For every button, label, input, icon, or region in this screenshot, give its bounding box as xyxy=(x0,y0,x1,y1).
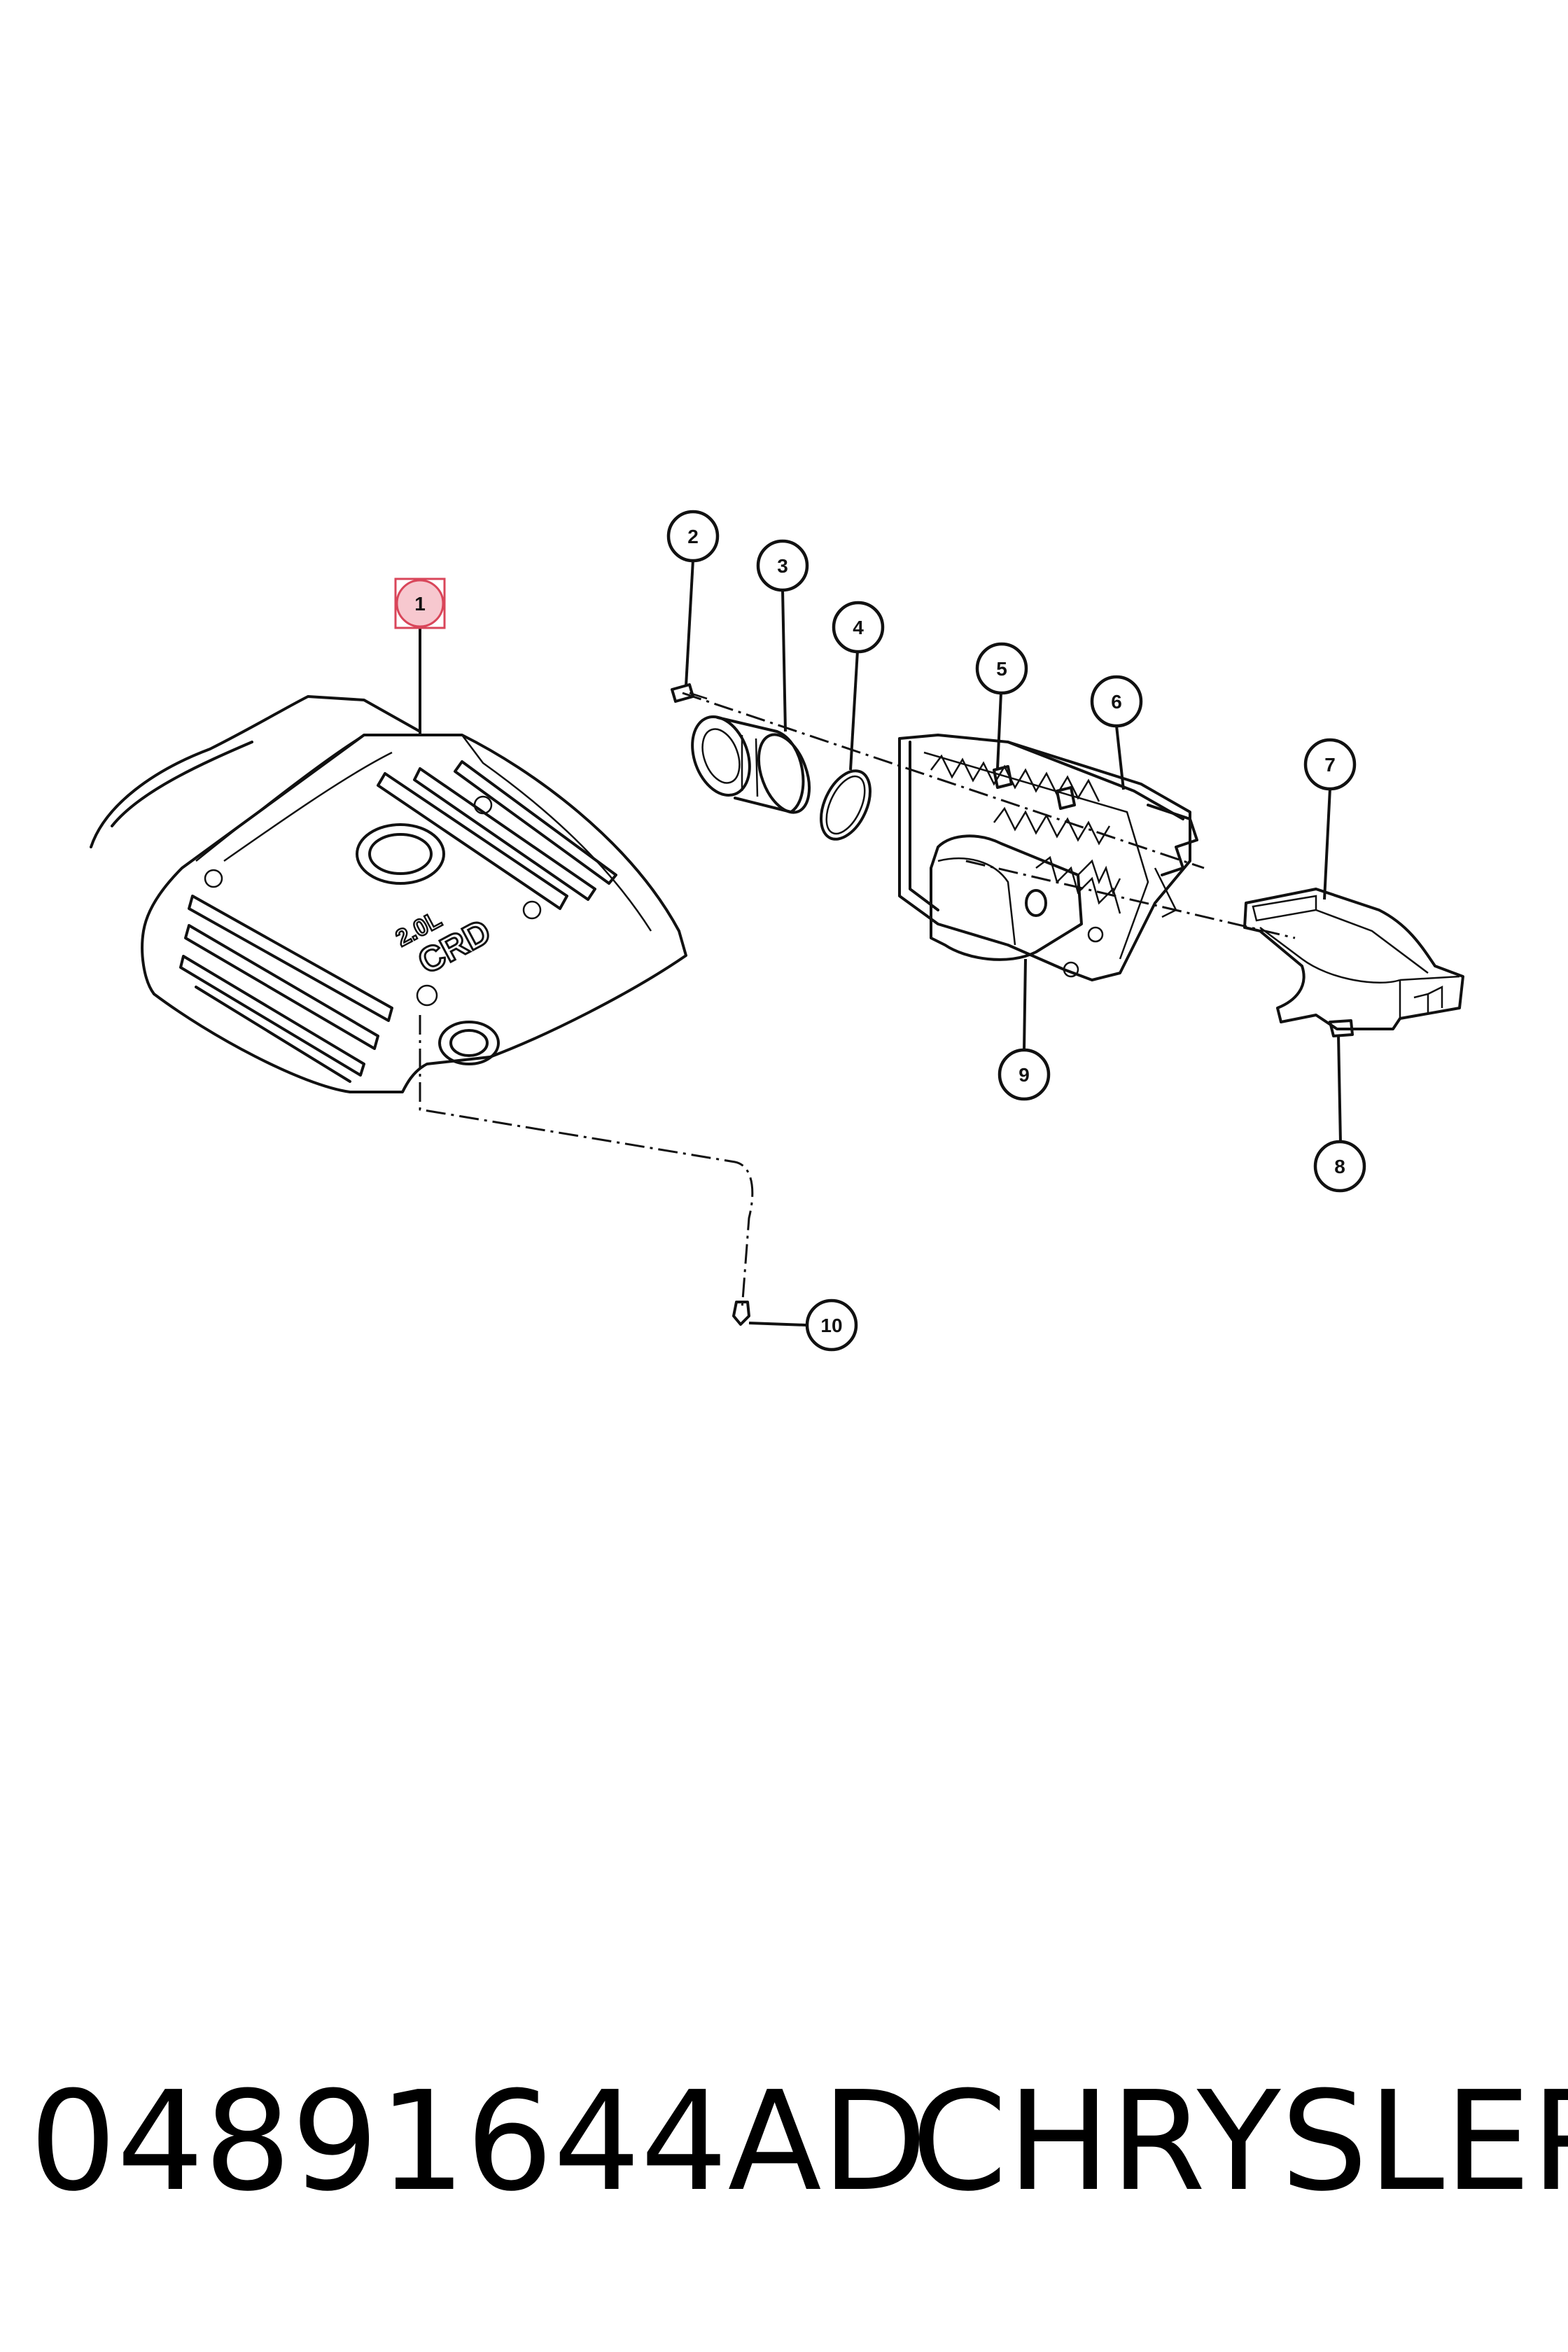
leader-dash-10 xyxy=(419,1015,754,1310)
leader-3 xyxy=(781,589,787,732)
callout-3-label: 3 xyxy=(777,555,788,577)
callout-7-label: 7 xyxy=(1324,754,1336,776)
screw-2[interactable] xyxy=(671,683,708,703)
inlet-duct-7[interactable] xyxy=(1243,888,1464,1030)
assembly-centerline-lower xyxy=(965,860,1296,939)
callout-2-label: 2 xyxy=(687,526,699,547)
callout-4[interactable]: 4 xyxy=(832,601,885,654)
callout-5-label: 5 xyxy=(996,658,1007,680)
callout-7[interactable]: 7 xyxy=(1303,738,1357,791)
callout-3[interactable]: 3 xyxy=(756,539,809,592)
o-ring-4[interactable] xyxy=(811,763,880,847)
leader-10 xyxy=(748,1322,807,1326)
assembly-centerline xyxy=(682,692,1205,869)
callout-8-label: 8 xyxy=(1334,1156,1345,1177)
callout-6-label: 6 xyxy=(1111,691,1122,713)
callout-8[interactable]: 8 xyxy=(1313,1140,1366,1193)
air-cleaner-housing-6[interactable] xyxy=(898,734,1198,981)
leader-5 xyxy=(996,692,1002,769)
leader-6 xyxy=(1115,725,1125,790)
clip-5[interactable] xyxy=(993,765,1076,810)
leader-4 xyxy=(849,650,859,771)
callout-9[interactable]: 9 xyxy=(997,1048,1051,1101)
callout-10[interactable]: 10 xyxy=(805,1298,858,1352)
duct-clip-8[interactable] xyxy=(1329,1019,1354,1037)
callout-5[interactable]: 5 xyxy=(975,642,1028,695)
engine-cover[interactable]: 2.0L CRD xyxy=(90,695,687,1093)
callout-4-label: 4 xyxy=(853,617,864,638)
brand-name: CHRYSLER xyxy=(911,2062,1568,2222)
leader-9 xyxy=(1023,958,1027,1051)
footer: 04891644AD CHRYSLER xyxy=(0,2072,1568,2212)
callout-10-label: 10 xyxy=(820,1315,842,1336)
filter-cover-9[interactable] xyxy=(930,834,1121,961)
fastener-10[interactable] xyxy=(732,1301,750,1326)
callout-9-label: 9 xyxy=(1018,1064,1030,1086)
leader-2 xyxy=(685,559,694,687)
callout-1[interactable]: 1 xyxy=(394,578,446,629)
part-number: 04891644AD xyxy=(29,2062,927,2222)
outlet-adapter-3[interactable] xyxy=(682,709,818,820)
leader-8 xyxy=(1337,1034,1342,1143)
callout-2[interactable]: 2 xyxy=(666,510,720,563)
leader-7 xyxy=(1323,788,1331,900)
callout-6[interactable]: 6 xyxy=(1090,675,1143,728)
callout-1-label: 1 xyxy=(414,593,426,615)
